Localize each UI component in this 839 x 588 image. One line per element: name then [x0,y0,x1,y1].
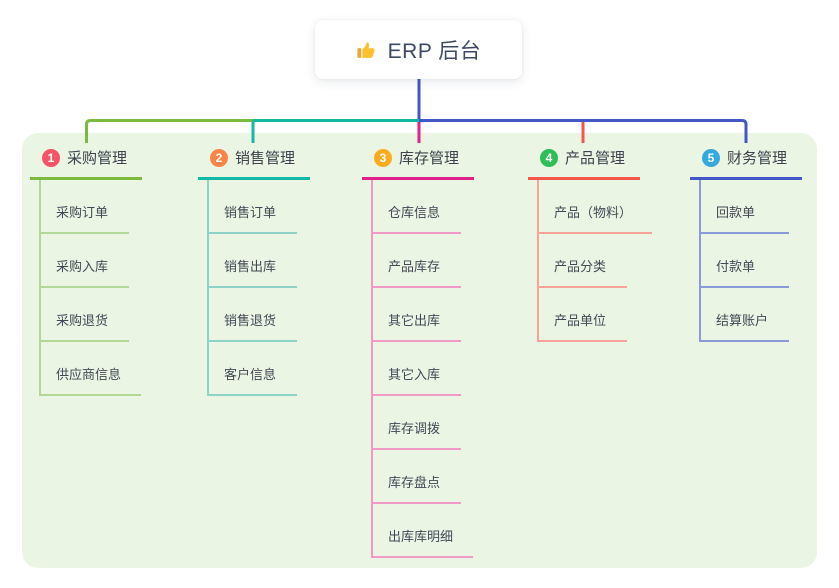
child-node[interactable]: 产品（物料） [539,180,653,234]
child-node[interactable]: 其它入库 [373,342,461,396]
branch-purchase: 1 采购管理 采购订单 采购入库 采购退货 供应商信息 [30,141,143,396]
branch-children: 回款单 付款单 结算账户 [699,180,789,342]
child-node[interactable]: 其它出库 [373,288,461,342]
branch-node[interactable]: 1 采购管理 [30,141,143,180]
child-node[interactable]: 销售退货 [209,288,297,342]
child-node[interactable]: 采购订单 [41,180,129,234]
branch-node[interactable]: 4 产品管理 [528,141,641,180]
child-node[interactable]: 采购入库 [41,234,129,288]
branch-node[interactable]: 5 财务管理 [690,141,803,180]
branch-number-badge: 1 [42,148,60,167]
child-node[interactable]: 仓库信息 [373,180,461,234]
child-node[interactable]: 回款单 [701,180,789,234]
branch-label: 采购管理 [67,150,128,167]
branch-number-badge: 4 [540,148,558,167]
branch-number-badge: 3 [374,148,392,167]
mindmap-panel [22,133,817,568]
thumbs-up-icon [356,39,378,61]
branch-finance: 5 财务管理 回款单 付款单 结算账户 [690,141,803,342]
child-node[interactable]: 付款单 [701,234,789,288]
branch-sales: 2 销售管理 销售订单 销售出库 销售退货 客户信息 [198,141,311,396]
root-node[interactable]: ERP 后台 [315,20,522,79]
child-node[interactable]: 销售订单 [209,180,297,234]
branch-label: 销售管理 [235,150,296,167]
branch-children: 采购订单 采购入库 采购退货 供应商信息 [39,180,142,396]
child-node[interactable]: 采购退货 [41,288,129,342]
child-node[interactable]: 客户信息 [209,342,297,396]
root-title: ERP 后台 [387,39,482,63]
branch-children: 销售订单 销售出库 销售退货 客户信息 [207,180,297,396]
child-node[interactable]: 产品分类 [539,234,627,288]
child-node[interactable]: 库存调拨 [373,396,461,450]
branch-node[interactable]: 2 销售管理 [198,141,311,180]
child-node[interactable]: 供应商信息 [41,342,142,396]
branch-label: 产品管理 [565,150,626,167]
child-node[interactable]: 产品单位 [539,288,627,342]
branch-product: 4 产品管理 产品（物料） 产品分类 产品单位 [528,141,653,342]
branch-label: 库存管理 [399,150,460,167]
branch-number-badge: 2 [210,148,228,167]
branch-label: 财务管理 [727,150,788,167]
branch-number-badge: 5 [702,148,720,167]
branch-children: 仓库信息 产品库存 其它出库 其它入库 库存调拨 库存盘点 出库库明细 [371,180,474,558]
branch-inventory: 3 库存管理 仓库信息 产品库存 其它出库 其它入库 库存调拨 库存盘点 出库库… [362,141,475,558]
child-node[interactable]: 产品库存 [373,234,461,288]
child-node[interactable]: 销售出库 [209,234,297,288]
child-node[interactable]: 出库库明细 [373,504,474,558]
child-node[interactable]: 结算账户 [701,288,789,342]
child-node[interactable]: 库存盘点 [373,450,461,504]
branch-children: 产品（物料） 产品分类 产品单位 [537,180,653,342]
branch-node[interactable]: 3 库存管理 [362,141,475,180]
